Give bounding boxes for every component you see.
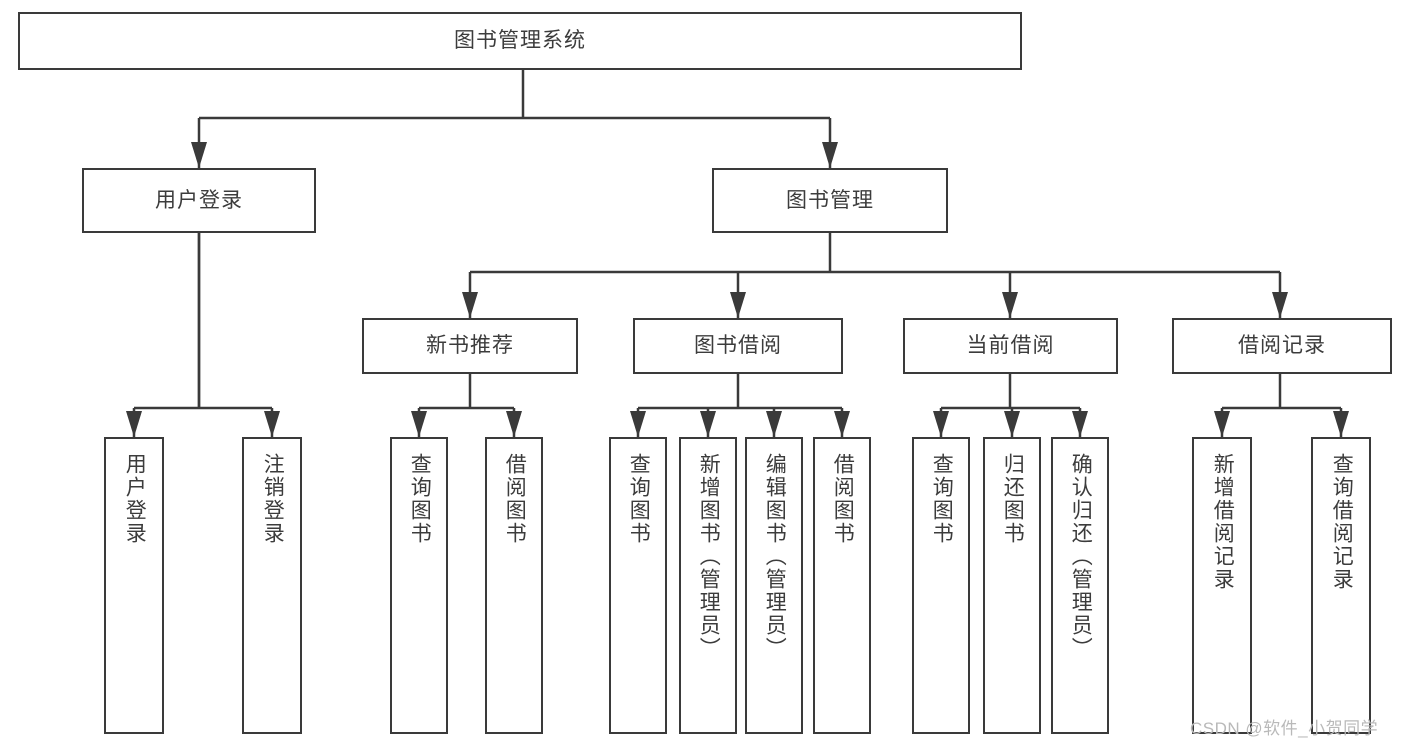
node-leaf-leaf-add-book-admin[interactable]: 新增图书（管理员） [679, 437, 737, 734]
csdn-watermark: CSDN @软件_小贺同学 [1190, 719, 1379, 738]
node-label: 查询借阅记录 [1330, 453, 1354, 591]
node-label: 用户登录 [123, 453, 147, 545]
node-label: 查询图书 [627, 453, 651, 545]
arrow-head-icon [1072, 411, 1088, 437]
node-leaf-leaf-borrow-book-borrow[interactable]: 借阅图书 [813, 437, 871, 734]
node-leaf-leaf-edit-book-admin[interactable]: 编辑图书（管理员） [745, 437, 803, 734]
node-label: 当前借阅 [966, 334, 1055, 358]
node-label: 借阅图书 [831, 453, 855, 545]
node-leaf-leaf-query-book-new[interactable]: 查询图书 [390, 437, 448, 734]
node-label: 借阅记录 [1238, 334, 1326, 358]
node-label: 注销登录 [261, 453, 285, 545]
node-leaf-leaf-user-login[interactable]: 用户登录 [104, 437, 164, 734]
node-label: 查询图书 [930, 453, 954, 545]
arrow-head-icon [700, 411, 716, 437]
node-label: 新增借阅记录 [1211, 453, 1235, 591]
node-level3-book-borrow[interactable]: 图书借阅 [633, 318, 843, 374]
node-label: 图书管理系统 [454, 29, 586, 53]
node-root-root-library-management-system[interactable]: 图书管理系统 [18, 12, 1022, 70]
node-label: 新增图书（管理员） [697, 453, 721, 660]
arrow-head-icon [1004, 411, 1020, 437]
node-level3-borrow-record[interactable]: 借阅记录 [1172, 318, 1392, 374]
node-leaf-leaf-add-borrow-record[interactable]: 新增借阅记录 [1192, 437, 1252, 734]
node-leaf-leaf-return-book[interactable]: 归还图书 [983, 437, 1041, 734]
arrow-head-icon [730, 292, 746, 318]
arrow-head-icon [506, 411, 522, 437]
node-label: 编辑图书（管理员） [763, 453, 787, 660]
node-label: 图书借阅 [694, 334, 782, 358]
arrow-head-icon [1214, 411, 1230, 437]
node-leaf-leaf-logout[interactable]: 注销登录 [242, 437, 302, 734]
arrow-head-icon [264, 411, 280, 437]
node-level3-new-book-recommendation[interactable]: 新书推荐 [362, 318, 578, 374]
arrow-head-icon [191, 142, 207, 168]
arrow-head-icon [1333, 411, 1349, 437]
node-label: 新书推荐 [426, 334, 514, 358]
node-label: 图书管理 [786, 188, 874, 212]
arrow-head-icon [411, 411, 427, 437]
arrow-head-icon [630, 411, 646, 437]
node-level3-current-borrow[interactable]: 当前借阅 [903, 318, 1118, 374]
node-label: 借阅图书 [503, 453, 527, 545]
node-level2-book-management[interactable]: 图书管理 [712, 168, 948, 233]
arrow-head-icon [766, 411, 782, 437]
node-label: 查询图书 [408, 453, 432, 545]
node-label: 确认归还（管理员） [1069, 453, 1093, 660]
node-label: 归还图书 [1001, 453, 1025, 545]
arrow-head-icon [933, 411, 949, 437]
arrow-head-icon [1002, 292, 1018, 318]
node-level2-user-login[interactable]: 用户登录 [82, 168, 316, 233]
arrow-head-icon [126, 411, 142, 437]
arrow-head-icon [834, 411, 850, 437]
arrow-head-icon [1272, 292, 1288, 318]
node-leaf-leaf-query-book-current[interactable]: 查询图书 [912, 437, 970, 734]
node-leaf-leaf-borrow-book-new[interactable]: 借阅图书 [485, 437, 543, 734]
node-label: 用户登录 [155, 188, 243, 212]
node-leaf-leaf-query-borrow-record[interactable]: 查询借阅记录 [1311, 437, 1371, 734]
node-leaf-leaf-confirm-return-admin[interactable]: 确认归还（管理员） [1051, 437, 1109, 734]
arrow-head-icon [822, 142, 838, 168]
node-leaf-leaf-query-book-borrow[interactable]: 查询图书 [609, 437, 667, 734]
arrow-head-icon [462, 292, 478, 318]
